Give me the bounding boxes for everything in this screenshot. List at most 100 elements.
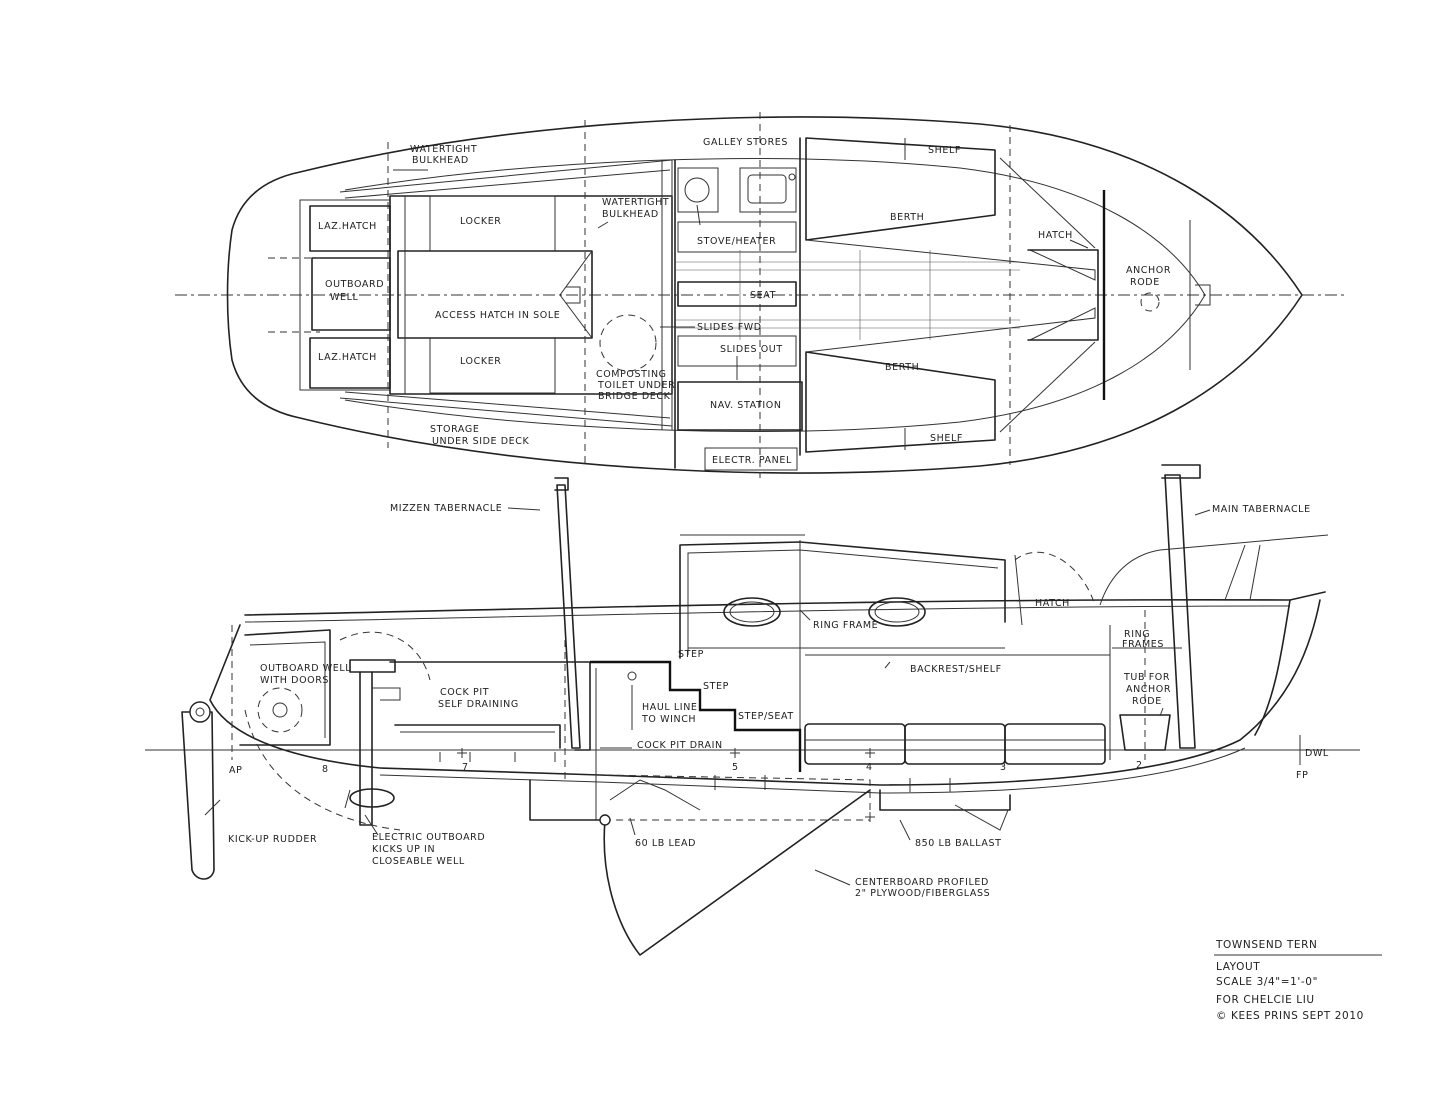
centerboard <box>603 789 871 956</box>
station-8: 8 <box>322 764 329 775</box>
hatch-plan <box>1027 249 1099 341</box>
fp-label: FP <box>1296 770 1308 781</box>
watertight-bulkhead-aft-label-1: WATERTIGHT <box>410 144 477 155</box>
plan-hull-outline <box>226 116 1303 474</box>
storage-label-1: STORAGE <box>430 424 479 435</box>
outboard-well-doors-label-2: WITH DOORS <box>260 675 329 686</box>
centerboard-label-1: CENTERBOARD PROFILED <box>855 877 989 888</box>
profile-labels: MIZZEN TABERNACLE MAIN TABERNACLE RING F… <box>228 503 1329 899</box>
slides-fwd-label: SLIDES FWD <box>697 322 762 333</box>
station-5: 5 <box>732 762 739 773</box>
station-4: 4 <box>866 762 873 773</box>
dwl-label: DWL <box>1305 748 1329 759</box>
mizzen-tabernacle-label: MIZZEN TABERNACLE <box>390 503 502 514</box>
composting-toilet-label-3: BRIDGE DECK <box>598 391 671 402</box>
berth-upper-label: BERTH <box>890 212 924 223</box>
ring-frames-label-2: FRAMES <box>1122 639 1164 650</box>
laz-hatch-upper-label: LAZ.HATCH <box>318 221 377 232</box>
electric-outboard-label-3: CLOSEABLE WELL <box>372 856 465 867</box>
berth-lower-label: BERTH <box>885 362 919 373</box>
anchor-tub <box>1119 714 1171 751</box>
outboard-well-doors-label-1: OUTBOARD WELL <box>260 663 351 674</box>
cockpit-drain-label: COCK PIT DRAIN <box>637 740 723 751</box>
station-7: 7 <box>462 762 469 773</box>
ring-frame-label: RING FRAME <box>813 620 878 631</box>
main-mast <box>1164 474 1196 749</box>
tub-label-3: RODE <box>1132 696 1162 707</box>
composting-toilet-label-2: TOILET UNDER <box>597 380 675 391</box>
access-hatch-label: ACCESS HATCH IN SOLE <box>435 310 560 321</box>
berth-upper <box>805 137 996 241</box>
electric-outboard-label-2: KICKS UP IN <box>372 844 435 855</box>
haul-line-label-2: TO WINCH <box>641 714 696 725</box>
centerboard-label-2: 2" PLYWOOD/FIBERGLASS <box>855 888 990 899</box>
electr-panel <box>704 447 798 471</box>
nav-station-label: NAV. STATION <box>710 400 782 411</box>
composting-toilet-label-1: COMPOSTING <box>596 369 667 380</box>
stove-heater <box>677 221 797 253</box>
cockpit-label-2: SELF DRAINING <box>438 699 519 710</box>
plan-labels: WATERTIGHT BULKHEAD LAZ.HATCH OUTBOARD W… <box>318 137 1171 466</box>
composting-toilet <box>599 314 657 372</box>
shelf-lower-label: SHELF <box>930 433 963 444</box>
shelf-upper-label: SHELF <box>928 145 961 156</box>
station-markers <box>457 748 875 822</box>
step-seat-label: STEP/SEAT <box>738 711 794 722</box>
locker-lower-label: LOCKER <box>460 356 502 367</box>
storage-label-2: UNDER SIDE DECK <box>432 436 530 447</box>
anchor-rode-plan-label-2: RODE <box>1130 277 1160 288</box>
plan-view <box>175 112 1345 478</box>
kick-up-rudder-label: KICK-UP RUDDER <box>228 834 317 845</box>
watertight-bulkhead-aft-label-2: BULKHEAD <box>412 155 469 166</box>
ballast-label: 850 LB BALLAST <box>915 838 1002 849</box>
title-block-line-2: SCALE 3/4"=1'-0" <box>1216 976 1318 988</box>
mizzen-mast <box>556 484 581 749</box>
tub-label-1: TUB FOR <box>1123 672 1170 683</box>
access-hatch <box>397 250 593 339</box>
seat-plan-label: SEAT <box>750 290 776 301</box>
nav-station <box>677 381 803 431</box>
main-tabernacle-label: MAIN TABERNACLE <box>1212 504 1311 515</box>
berth-lower <box>805 351 996 453</box>
step-2-label: STEP <box>703 681 729 692</box>
title-block-line-1: LAYOUT <box>1216 961 1260 973</box>
lead-label: 60 LB LEAD <box>635 838 696 849</box>
outboard-well-label-2: WELL <box>330 292 358 303</box>
ap-label: AP <box>229 765 242 776</box>
title-block-title: TOWNSEND TERN <box>1215 939 1318 951</box>
station-3: 3 <box>1000 762 1007 773</box>
sheer-line <box>244 591 1326 616</box>
watertight-bulkhead-fwd-label-2: BULKHEAD <box>602 209 659 220</box>
electric-outboard-label-1: ELECTRIC OUTBOARD <box>372 832 485 843</box>
cockpit-label-1: COCK PIT <box>440 687 489 698</box>
plan-deck-inner-line <box>344 158 1206 432</box>
seat-plan <box>677 281 797 307</box>
kick-up-rudder <box>181 711 215 880</box>
profile-view <box>145 464 1360 956</box>
hull-bottom <box>209 599 1321 786</box>
slides-out-label: SLIDES OUT <box>720 344 783 355</box>
anchor-rode-plan-label-1: ANCHOR <box>1126 265 1171 276</box>
haul-line-label-1: HAUL LINE <box>642 702 698 713</box>
station-2: 2 <box>1136 760 1143 771</box>
tub-label-2: ANCHOR <box>1126 684 1171 695</box>
backrest-shelf-label: BACKREST/SHELF <box>910 664 1002 675</box>
step-1-label: STEP <box>678 649 704 660</box>
title-block-line-4: © KEES PRINS SEPT 2010 <box>1216 1010 1364 1022</box>
locker-upper-label: LOCKER <box>460 216 502 227</box>
electric-outboard <box>349 788 395 808</box>
stove-heater-label: STOVE/HEATER <box>697 236 776 247</box>
cabin-trunk <box>679 541 1006 659</box>
ring-frames-label-1: RING <box>1124 629 1150 640</box>
hatch-profile-label: HATCH <box>1035 598 1070 609</box>
hatch-plan-label: HATCH <box>1038 230 1073 241</box>
laz-hatch-lower <box>309 337 391 389</box>
electr-panel-label: ELECTR. PANEL <box>712 455 792 466</box>
watertight-bulkhead-fwd-label-1: WATERTIGHT <box>602 197 669 208</box>
title-block-line-3: FOR CHELCIE LIU <box>1216 994 1315 1006</box>
galley-stores-label: GALLEY STORES <box>703 137 788 148</box>
title-block: TOWNSEND TERN LAYOUT SCALE 3/4"=1'-0" FO… <box>1214 939 1382 1022</box>
laz-hatch-lower-label: LAZ.HATCH <box>318 352 377 363</box>
outboard-well-label-1: OUTBOARD <box>325 279 384 290</box>
